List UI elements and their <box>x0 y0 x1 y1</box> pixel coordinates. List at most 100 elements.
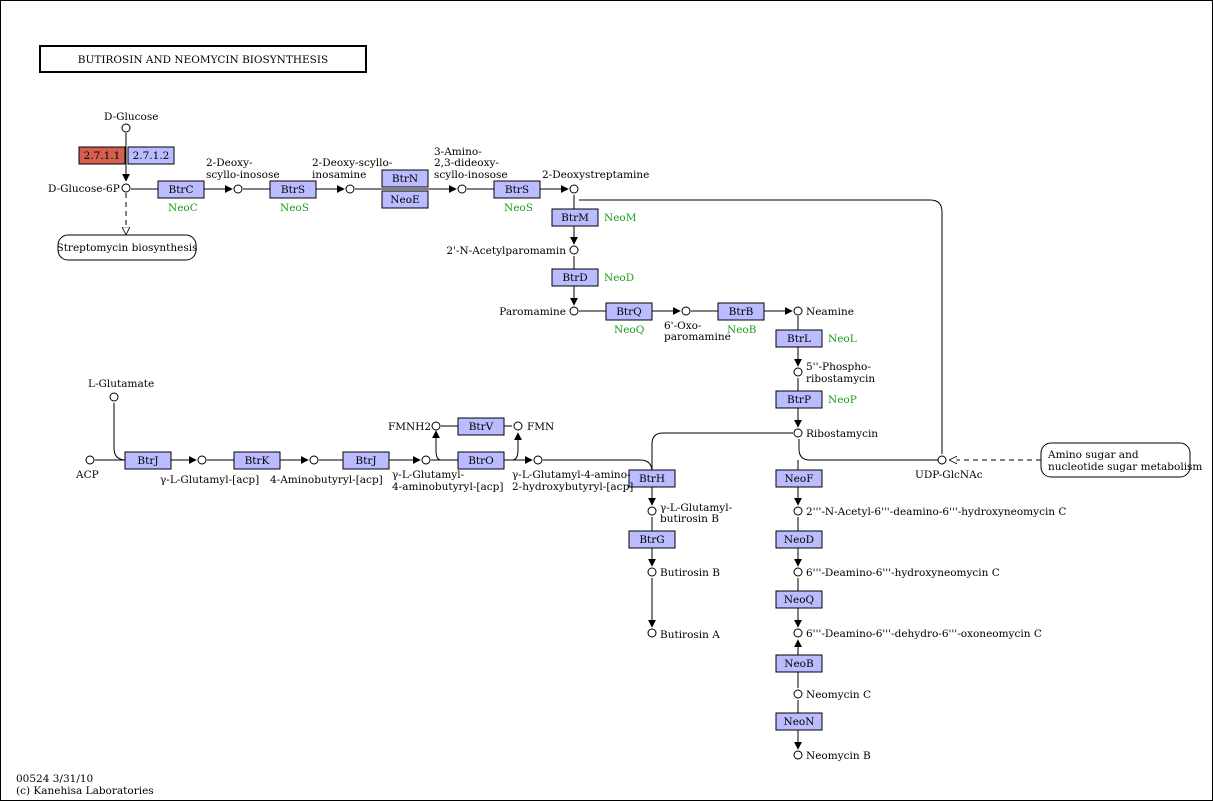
label-acetyl-deamino-hydroxyneomycin: 2'''-N-Acetyl-6'''-deamino-6'''-hydroxyn… <box>806 506 1066 518</box>
gene-btrd[interactable]: BtrD <box>551 268 599 287</box>
svg-text:NeoF: NeoF <box>784 473 813 485</box>
label-amino-dideoxy-1: 3-Amino- <box>434 146 482 158</box>
compound-butirosin-b[interactable] <box>647 567 657 577</box>
svg-text:BtrK: BtrK <box>245 455 270 467</box>
gene-btrs-1[interactable]: BtrS <box>269 180 317 199</box>
svg-text:BtrB: BtrB <box>729 306 754 318</box>
map-link-amino-sugar[interactable]: Amino sugar and nucleotide sugar metabol… <box>1040 442 1202 478</box>
gene-btrj-1[interactable]: BtrJ <box>124 451 172 470</box>
gene-neod[interactable]: NeoD <box>775 530 823 549</box>
ortholog-neob: NeoB <box>727 324 757 336</box>
label-butirosin-b: Butirosin B <box>660 567 720 579</box>
compound-paromamine[interactable] <box>569 306 579 316</box>
svg-text:BtrG: BtrG <box>639 534 664 546</box>
gene-neon[interactable]: NeoN <box>775 712 823 731</box>
svg-text:BtrM: BtrM <box>561 212 589 224</box>
ortholog-neop: NeoP <box>828 394 857 406</box>
svg-text:BtrS: BtrS <box>281 184 305 196</box>
compound-nodes <box>85 123 947 760</box>
gene-btrp[interactable]: BtrP <box>775 390 823 409</box>
gene-ec-2.7.1.1[interactable]: 2.7.1.1 <box>78 146 126 165</box>
compound-neamine[interactable] <box>793 306 803 316</box>
compound-labels: D-Glucose D-Glucose-6P 2-Deoxy- scyllo-i… <box>48 111 1066 762</box>
compound-deoxy-inosose[interactable] <box>233 184 243 194</box>
gene-btrn[interactable]: BtrN <box>381 169 429 188</box>
svg-text:BtrJ: BtrJ <box>137 455 158 467</box>
gene-btrg[interactable]: BtrG <box>628 530 676 549</box>
svg-text:BtrL: BtrL <box>787 333 811 345</box>
svg-text:BtrP: BtrP <box>787 394 811 406</box>
label-neomycin-c: Neomycin C <box>806 689 871 701</box>
compound-ribostamycin[interactable] <box>793 428 803 438</box>
compound-glutamyl-hydroxybutyryl-acp[interactable] <box>533 455 543 465</box>
compound-d-glucose-6p[interactable] <box>121 183 131 193</box>
gene-btrk[interactable]: BtrK <box>233 451 281 470</box>
label-deoxy-inosose-1: 2-Deoxy- <box>206 157 253 169</box>
label-udp-glcnac: UDP-GlcNAc <box>915 469 983 481</box>
compound-aminobutyryl-acp[interactable] <box>309 455 319 465</box>
gene-btrb[interactable]: BtrB <box>717 302 765 321</box>
gene-neoe[interactable]: NeoE <box>381 190 429 209</box>
gene-btro[interactable]: BtrO <box>457 451 505 470</box>
compound-neomycin-b[interactable] <box>793 750 803 760</box>
gene-btrv[interactable]: BtrV <box>457 417 505 436</box>
compound-acp[interactable] <box>85 455 95 465</box>
compound-deoxystreptamine[interactable] <box>569 184 579 194</box>
ortholog-neos-1: NeoS <box>280 202 309 214</box>
label-butirosin-a: Butirosin A <box>660 629 720 641</box>
svg-text:2.7.1.2: 2.7.1.2 <box>133 150 170 162</box>
label-oxo-paromamine-2: paromamine <box>664 331 731 343</box>
label-aminobutyryl-acp: 4-Aminobutyryl-[acp] <box>270 474 383 486</box>
compound-acetyl-deamino-hydroxyneomycin-c[interactable] <box>793 506 803 516</box>
svg-text:NeoQ: NeoQ <box>784 594 815 606</box>
compound-acetylparomamine[interactable] <box>569 245 579 255</box>
label-neomycin-b: Neomycin B <box>806 750 871 762</box>
gene-neoq[interactable]: NeoQ <box>775 590 823 609</box>
compound-deoxy-inosamine[interactable] <box>345 184 355 194</box>
compound-deamino-hydroxyneomycin-c[interactable] <box>793 567 803 577</box>
label-glutamyl-aminobutyryl-1: γ-L-Glutamyl- <box>392 469 465 481</box>
compound-amino-dideoxy-inosose[interactable] <box>457 184 467 194</box>
label-acetylparomamine: 2'-N-Acetylparomamin <box>446 245 566 257</box>
compound-fmn[interactable] <box>513 421 523 431</box>
label-deamino-dehydro-oxoneomycin: 6'''-Deamino-6'''-dehydro-6'''-oxoneomyc… <box>806 628 1042 640</box>
compound-glutamyl-butirosin-b[interactable] <box>647 506 657 516</box>
label-glutamyl-acp: γ-L-Glutamyl-[acp] <box>160 474 259 486</box>
compound-deamino-dehydro-oxoneomycin-c[interactable] <box>793 628 803 638</box>
compound-glutamyl-acp[interactable] <box>197 455 207 465</box>
label-glutamyl-hydroxybutyryl-1: γ-L-Glutamyl-4-amino- <box>512 469 631 481</box>
gene-btrj-2[interactable]: BtrJ <box>342 451 390 470</box>
compound-oxo-paromamine[interactable] <box>681 306 691 316</box>
compound-d-glucose[interactable] <box>121 123 131 133</box>
ortholog-neoc: NeoC <box>168 202 198 214</box>
svg-text:BtrN: BtrN <box>392 173 418 185</box>
svg-text:BtrV: BtrV <box>469 421 494 433</box>
compound-l-glutamate[interactable] <box>109 392 119 402</box>
gene-btrs-2[interactable]: BtrS <box>493 180 541 199</box>
gene-btrq[interactable]: BtrQ <box>605 302 653 321</box>
svg-text:NeoD: NeoD <box>784 534 814 546</box>
compound-glutamyl-aminobutyryl-acp[interactable] <box>421 455 431 465</box>
svg-text:BtrJ: BtrJ <box>355 455 376 467</box>
gene-neob[interactable]: NeoB <box>775 654 823 673</box>
map-link-streptomycin[interactable]: Streptomycin biosynthesis <box>57 234 198 261</box>
footer: 00524 3/31/10 (c) Kanehisa Laboratories <box>16 773 154 797</box>
gene-btrc[interactable]: BtrC <box>157 180 205 199</box>
compound-butirosin-a[interactable] <box>647 628 657 638</box>
gene-btrl[interactable]: BtrL <box>775 329 823 348</box>
compound-phospho-ribostamycin[interactable] <box>793 367 803 377</box>
label-fmn: FMN <box>527 421 554 433</box>
gene-ec-2.7.1.2[interactable]: 2.7.1.2 <box>127 146 175 165</box>
label-amino-dideoxy-3: scyllo-inosose <box>434 169 508 181</box>
ortholog-neod: NeoD <box>604 272 634 284</box>
compound-udp-glcnac[interactable] <box>937 455 947 465</box>
gene-btrm[interactable]: BtrM <box>551 208 599 227</box>
gene-btrh[interactable]: BtrH <box>628 469 676 488</box>
map-title: BUTIROSIN AND NEOMYCIN BIOSYNTHESIS <box>39 45 367 73</box>
gene-neof[interactable]: NeoF <box>775 469 823 488</box>
compound-fmnh2[interactable] <box>431 421 441 431</box>
compound-neomycin-c[interactable] <box>793 689 803 699</box>
